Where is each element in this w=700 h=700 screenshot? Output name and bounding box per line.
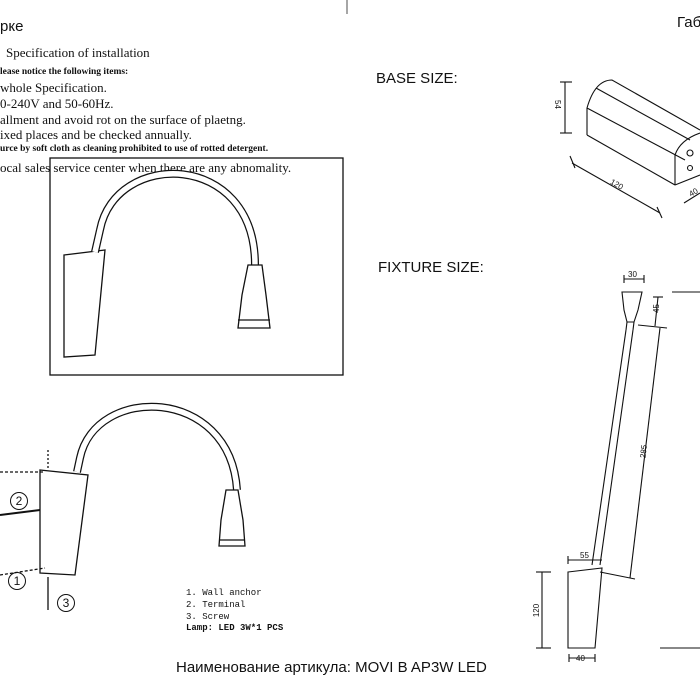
head-width-dim: 30 [628, 270, 637, 279]
lamp-illustration-top [63, 169, 271, 358]
legend-item: 3. Screw [186, 612, 230, 622]
spec-line: ocal sales service center when there are… [0, 160, 292, 175]
legend-item: 2. Terminal [186, 600, 246, 610]
legend-item: Lamp: LED 3W*1 PCS [186, 623, 284, 633]
illustration-frame [49, 157, 344, 376]
base-size-label: BASE SIZE: [376, 70, 458, 87]
page-title-fragment: рке [0, 18, 24, 35]
fixture-size-label: FIXTURE SIZE: [378, 259, 484, 276]
spec-line: 0-240V and 50-60Hz. [0, 96, 114, 111]
head-height-dim: 45 [651, 304, 661, 313]
article-name-footer: Наименование артикула: MOVI B AP3W LED [176, 659, 487, 676]
base-height-dim: 120 [532, 603, 542, 618]
legend-item: 1. Wall anchor [186, 588, 262, 598]
spec-line: allment and avoid rot on the surface of … [0, 112, 246, 127]
callout-3: 3 [57, 594, 75, 612]
spec-line: whole Specification. [0, 80, 107, 95]
dimensions-header-fragment: Габ [677, 14, 700, 31]
spec-line: ixed places and be checked annually. [0, 127, 192, 142]
spec-heading: Specification of installation [6, 45, 150, 60]
callout-2: 2 [10, 492, 28, 510]
arm-offset-dim: 55 [580, 551, 589, 560]
base-width-dim: 40 [576, 654, 585, 663]
lamp-installation-diagram [0, 402, 246, 610]
spec-line: urce by soft cloth as cleaning prohibite… [0, 144, 269, 154]
arm-length-dim: 285 [638, 444, 649, 459]
callout-1: 1 [8, 572, 26, 590]
spec-line: lease notice the following items: [0, 67, 129, 77]
